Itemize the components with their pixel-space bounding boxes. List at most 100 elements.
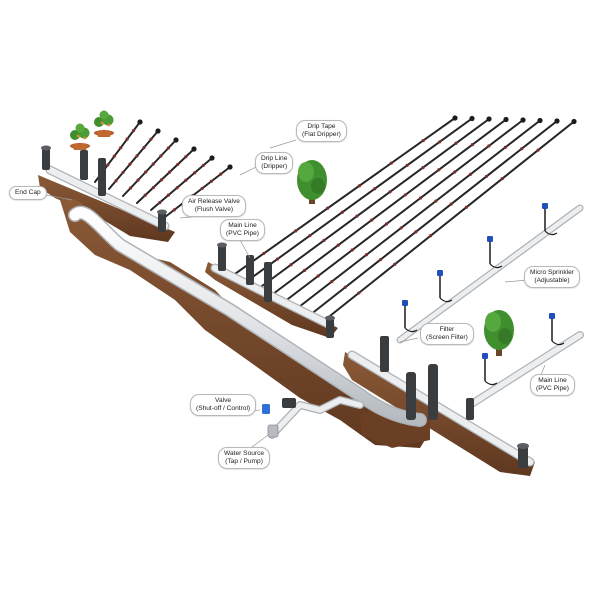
dripper-emitter	[418, 196, 423, 200]
soil-top-manifold	[38, 175, 175, 242]
label-air-release-valve: Air Release Valve (Flush Valve)	[182, 195, 246, 217]
dripper-emitter	[114, 179, 118, 183]
main-line-pipe	[69, 207, 426, 426]
label-micro-sprinkler-line2: (Adjustable)	[534, 277, 570, 284]
drip-line-mid	[257, 118, 490, 290]
micro-sprinkler-icon	[542, 203, 558, 236]
label-drip-line: Drip Line (Dripper)	[255, 152, 294, 174]
tree-icon	[297, 160, 327, 204]
label-filter: Filter (Screen Filter)	[420, 323, 474, 345]
dripper-emitter	[384, 222, 389, 226]
dripper-emitter	[322, 238, 326, 243]
leader-filter	[399, 337, 419, 343]
air-release-valve-cap	[217, 242, 227, 248]
drip-line-end-plug	[486, 116, 492, 122]
dripper-emitter	[340, 210, 344, 214]
label-filter-line1: Filter	[439, 326, 455, 333]
dripper-emitter	[167, 170, 172, 174]
top-riser-right	[98, 158, 106, 196]
dripper-emitter	[184, 155, 188, 159]
micro-sprinkler-icon	[482, 353, 498, 386]
label-water-source-line1: Water Source	[224, 450, 265, 457]
dripper-emitter	[172, 208, 176, 212]
drip-line-end-plug	[537, 117, 543, 124]
drip-line-end-plug	[554, 118, 560, 124]
top-manifold-pipe	[46, 166, 169, 230]
top-flush-riser	[158, 212, 166, 232]
dripper-emitter	[464, 205, 469, 209]
dripper-emitter	[454, 141, 458, 145]
micro-sprinkler-icon	[487, 236, 503, 269]
drip-line-top	[164, 166, 231, 218]
dripper-emitter	[428, 234, 433, 238]
leader-main-line-top	[239, 239, 251, 259]
dripper-emitter	[470, 143, 475, 147]
screen-filter-body-left	[406, 372, 416, 420]
tree-icon	[484, 310, 514, 356]
dripper-emitter	[343, 285, 347, 289]
end-cap-top	[41, 145, 51, 151]
dripper-emitter	[373, 187, 377, 191]
dripper-emitter	[136, 178, 140, 182]
label-valve: Valve (Shut-off / Control)	[190, 394, 257, 416]
drip-line-end-plug	[173, 137, 179, 143]
dripper-emitter	[393, 262, 397, 266]
dripper-emitter	[158, 200, 162, 205]
micro-sprinklers	[402, 203, 565, 386]
potted-plant-icon	[94, 110, 114, 137]
bottom-manifold-pipe	[348, 351, 534, 466]
dripper-emitter	[149, 137, 153, 141]
drip-line-end-plug	[209, 155, 215, 161]
sprinkler-lateral	[397, 205, 583, 343]
dripper-emitter	[449, 202, 453, 206]
label-end-cap-line1: End Cap	[15, 189, 41, 196]
mid-riser-right	[264, 262, 272, 302]
label-drip-tape: Drip Tape (Flat Dripper)	[296, 120, 347, 142]
dripper-emitter	[468, 172, 473, 176]
dripper-emitter	[262, 251, 266, 256]
drip-line-end-plug	[520, 117, 526, 123]
drip-line-mid	[309, 120, 558, 316]
label-end-cap: End Cap	[9, 186, 47, 200]
dripper-emitter	[125, 137, 129, 141]
dripper-emitter	[484, 174, 489, 179]
main-pipes	[45, 165, 584, 467]
dripper-emitter	[403, 193, 407, 197]
drip-line-end-plug	[452, 115, 458, 121]
label-main-line-top: Main Line (PVC Pipe)	[220, 219, 265, 241]
drip-line-mid	[244, 117, 473, 284]
dripper-emitter	[275, 257, 280, 261]
drip-lines	[94, 115, 577, 323]
dripper-emitter	[143, 193, 147, 197]
dripper-emitter	[151, 162, 155, 166]
drip-line-top	[136, 148, 195, 204]
label-main-line-bottom-line1: Main Line	[538, 377, 567, 384]
water-source-tap	[267, 424, 279, 438]
micro-sprinkler-icon	[402, 300, 418, 333]
dripper-emitter	[166, 193, 171, 197]
sprinkler-main-line	[467, 332, 583, 408]
dripper-emitter	[350, 248, 354, 252]
dripper-emitter	[330, 280, 334, 284]
label-main-line-top-line1: Main Line	[228, 222, 257, 229]
dripper-emitter	[131, 128, 136, 133]
drip-line-end-plug	[571, 118, 577, 125]
dripper-emitter	[336, 243, 340, 247]
dripper-emitter	[414, 230, 418, 234]
dripper-emitter	[159, 154, 163, 158]
dripper-emitter	[357, 291, 361, 295]
dripper-emitter	[151, 185, 155, 190]
dripper-emitter	[389, 161, 393, 165]
mid-flush-riser	[326, 318, 334, 338]
drip-line-end-plug	[469, 115, 475, 122]
dripper-emitter	[184, 178, 188, 182]
dripper-emitter	[289, 263, 293, 267]
ball-valve-icon	[262, 404, 270, 414]
mid-riser-left	[246, 255, 254, 285]
dripper-emitter	[453, 170, 457, 174]
fittings	[41, 145, 529, 468]
label-main-line-bottom-line2: (PVC Pipe)	[536, 385, 569, 392]
dripper-emitter	[175, 186, 179, 190]
dripper-emitter	[121, 170, 125, 175]
